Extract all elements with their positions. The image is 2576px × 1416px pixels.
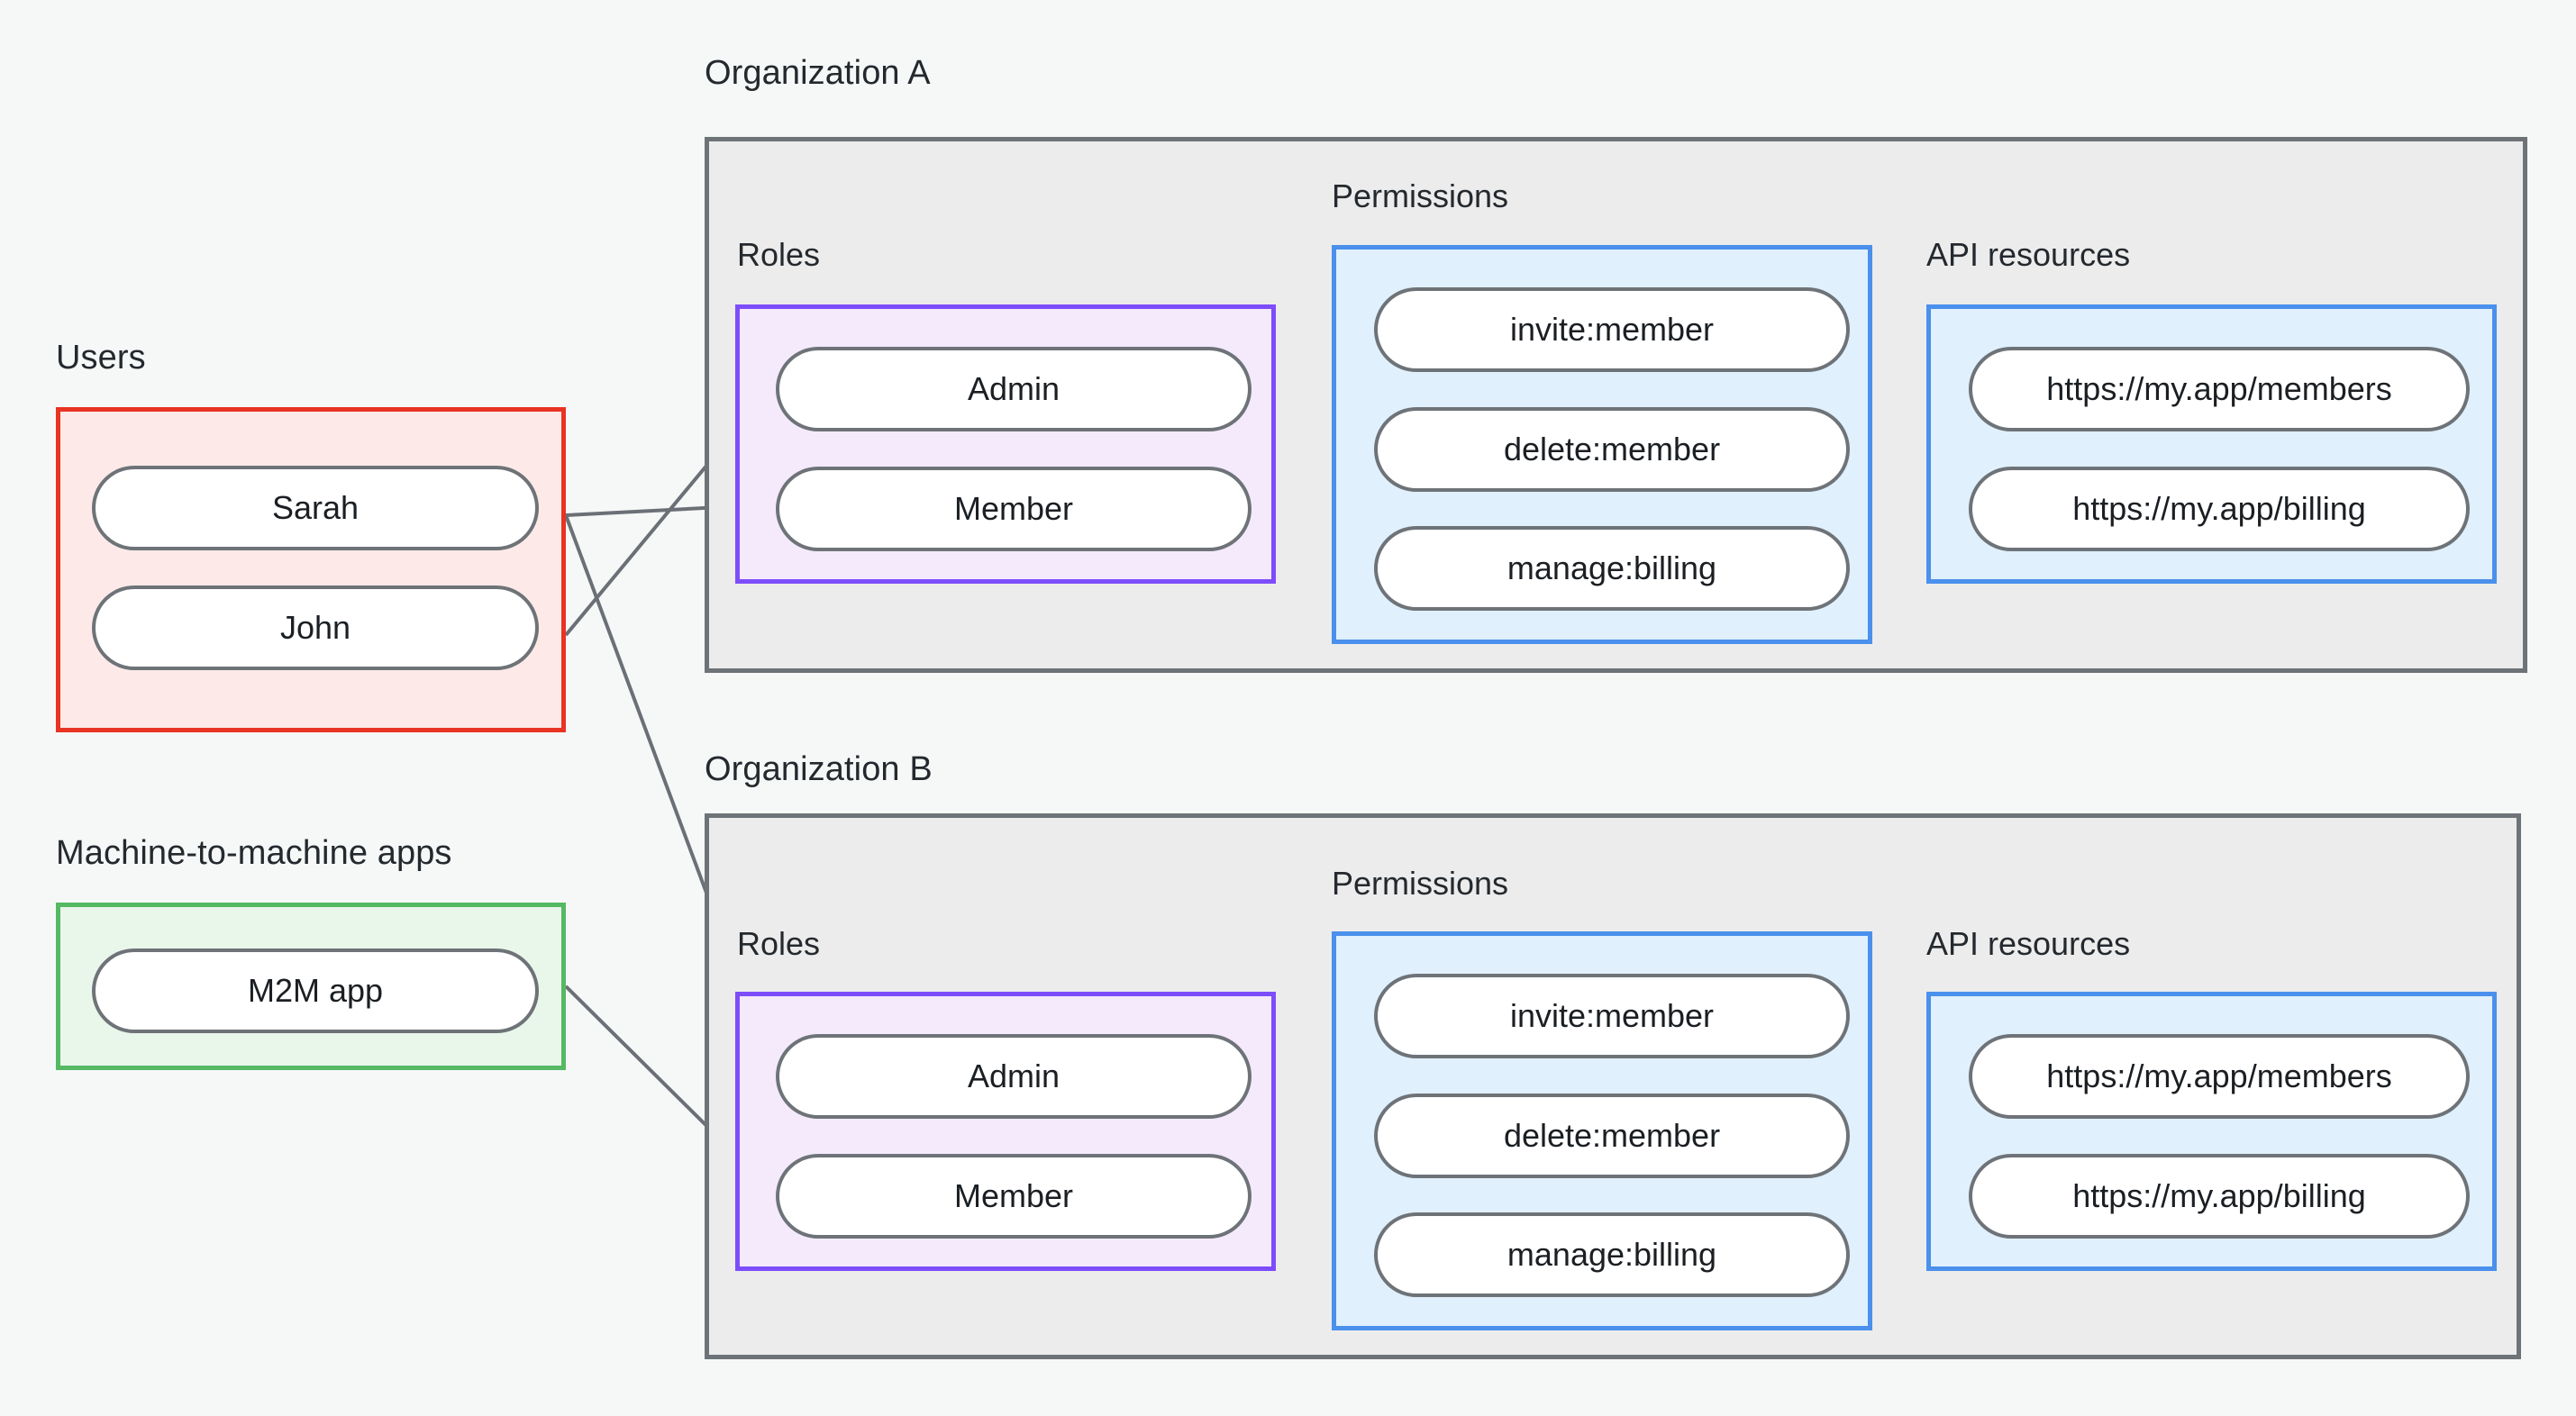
- user-node-john-label: John: [279, 609, 351, 646]
- orgA-permission-delete-member-label: delete:member: [1503, 431, 1721, 467]
- orgA-api-resource-billing[interactable]: https://my.app/billing: [1969, 467, 2470, 551]
- orgB-permission-invite-member-label: invite:member: [1509, 997, 1715, 1034]
- orgB-api-resource-members-label: https://my.app/members: [2046, 1057, 2392, 1094]
- orgB-api-resource-billing[interactable]: https://my.app/billing: [1969, 1154, 2470, 1239]
- orgA-permission-delete-member[interactable]: delete:member: [1374, 407, 1850, 492]
- user-node-sarah[interactable]: Sarah: [92, 466, 539, 550]
- orgA-permission-invite-member[interactable]: invite:member: [1374, 287, 1850, 372]
- orgB-permission-invite-member[interactable]: invite:member: [1374, 974, 1850, 1058]
- orgB-role-member[interactable]: Member: [776, 1154, 1252, 1239]
- orgA-permissions-box: invite:member delete:member manage:billi…: [1332, 245, 1872, 644]
- orgB-permissions-box: invite:member delete:member manage:billi…: [1332, 931, 1872, 1330]
- orgB-permission-delete-member-label: delete:member: [1503, 1117, 1721, 1154]
- orgB-api-resources-label: API resources: [1926, 925, 2131, 962]
- orgB-role-member-label: Member: [953, 1177, 1074, 1214]
- orgB-permission-manage-billing-label: manage:billing: [1506, 1236, 1717, 1273]
- orgB-permissions-label: Permissions: [1332, 865, 1509, 902]
- m2m-node-app[interactable]: M2M app: [92, 949, 539, 1033]
- orgA-role-admin[interactable]: Admin: [776, 347, 1252, 431]
- orgA-api-resource-members[interactable]: https://my.app/members: [1969, 347, 2470, 431]
- orgA-permission-manage-billing-label: manage:billing: [1506, 549, 1717, 586]
- orgA-role-member[interactable]: Member: [776, 467, 1252, 551]
- organization-a-label: Organization A: [705, 54, 931, 92]
- orgA-permission-invite-member-label: invite:member: [1509, 311, 1715, 348]
- orgB-role-admin[interactable]: Admin: [776, 1034, 1252, 1119]
- orgB-api-resource-billing-label: https://my.app/billing: [2072, 1177, 2366, 1214]
- orgA-api-resource-members-label: https://my.app/members: [2046, 370, 2392, 407]
- orgA-permissions-label: Permissions: [1332, 177, 1509, 214]
- orgB-api-resources-box: https://my.app/members https://my.app/bi…: [1926, 992, 2497, 1271]
- m2m-group-box: M2M app: [56, 903, 566, 1070]
- m2m-group-label: Machine-to-machine apps: [56, 834, 452, 872]
- orgB-permission-manage-billing[interactable]: manage:billing: [1374, 1212, 1850, 1297]
- orgA-roles-label: Roles: [737, 236, 821, 273]
- orgB-role-admin-label: Admin: [967, 1057, 1060, 1094]
- orgA-permission-manage-billing[interactable]: manage:billing: [1374, 526, 1850, 611]
- user-node-john[interactable]: John: [92, 585, 539, 670]
- orgA-role-member-label: Member: [953, 490, 1074, 527]
- orgA-role-admin-label: Admin: [967, 370, 1060, 407]
- users-group-label: Users: [56, 339, 146, 377]
- organization-b-label: Organization B: [705, 750, 933, 788]
- orgA-api-resource-billing-label: https://my.app/billing: [2072, 490, 2366, 527]
- orgA-api-resources-box: https://my.app/members https://my.app/bi…: [1926, 304, 2497, 584]
- user-node-sarah-label: Sarah: [271, 489, 360, 526]
- orgA-api-resources-label: API resources: [1926, 236, 2131, 273]
- users-group-box: Sarah John: [56, 407, 566, 732]
- m2m-node-app-label: M2M app: [247, 972, 384, 1009]
- orgA-roles-box: Admin Member: [735, 304, 1276, 584]
- orgB-roles-box: Admin Member: [735, 992, 1276, 1271]
- orgB-api-resource-members[interactable]: https://my.app/members: [1969, 1034, 2470, 1119]
- orgB-permission-delete-member[interactable]: delete:member: [1374, 1094, 1850, 1178]
- orgB-roles-label: Roles: [737, 925, 821, 962]
